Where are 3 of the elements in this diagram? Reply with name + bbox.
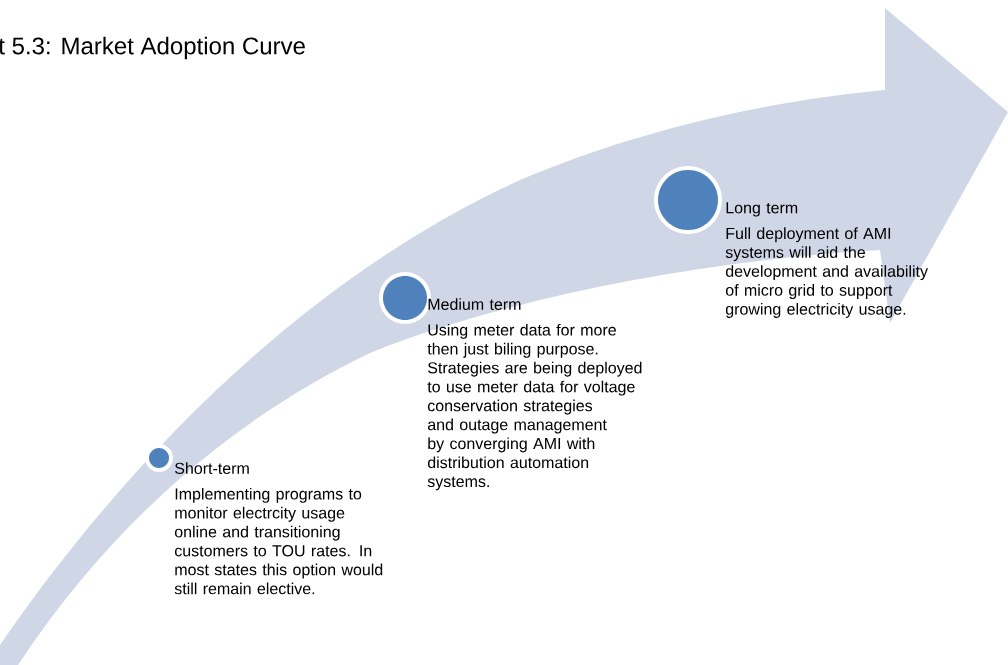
milestone-text: Long term Full deployment of AMI systems will aid the development and availability of micro grid to support growing electricity usage. [725, 202, 928, 318]
milestone-text: Medium term Using meter data for more then just biling purpose. Strategies are being deployed to use meter data for voltage conservation strategies and outage management by converging AMI with distribution automation systems. [427, 298, 642, 491]
milestone-text: Short-term Implementing programs to monitor electrcity usage online and transitioning customers to TOU rates. In most states this option would still remain elective. [174, 462, 383, 595]
